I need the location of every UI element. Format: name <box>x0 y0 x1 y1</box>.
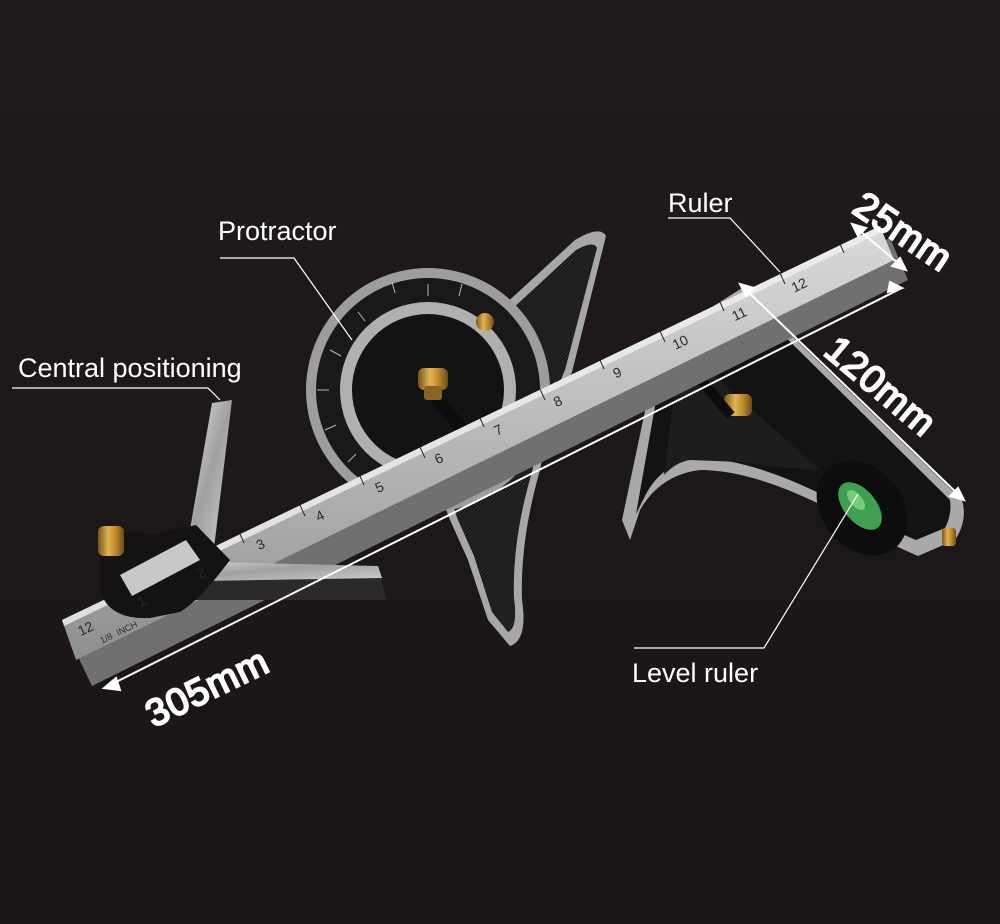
label-central-positioning: Central positioning <box>18 353 242 383</box>
protractor-degree-ticks <box>317 281 463 463</box>
dimension-arrows <box>101 222 966 692</box>
dim-arrow-305mm <box>103 287 903 689</box>
label-ruler: Ruler <box>668 188 733 218</box>
dim-arrow-120mm <box>739 283 965 501</box>
leader-central-positioning <box>12 387 221 401</box>
leader-protractor <box>220 257 353 341</box>
ruler-number-0: 12 <box>75 618 96 639</box>
leader-lines <box>12 217 859 649</box>
ruler-fraction: 1/8 <box>98 631 114 645</box>
centre-head <box>98 400 386 619</box>
ruler-number-10: 10 <box>670 331 691 352</box>
brass-pivot <box>476 313 494 331</box>
brass-pin <box>942 528 956 546</box>
brass-knob-centre <box>98 526 124 556</box>
leader-ruler <box>668 217 781 273</box>
label-protractor: Protractor <box>218 216 337 246</box>
ruler-number-12: 12 <box>789 274 810 295</box>
leader-level-ruler <box>634 493 859 649</box>
label-level-ruler: Level ruler <box>632 658 759 688</box>
ruler-number-11: 11 <box>729 303 749 324</box>
brass-knob <box>418 368 448 390</box>
